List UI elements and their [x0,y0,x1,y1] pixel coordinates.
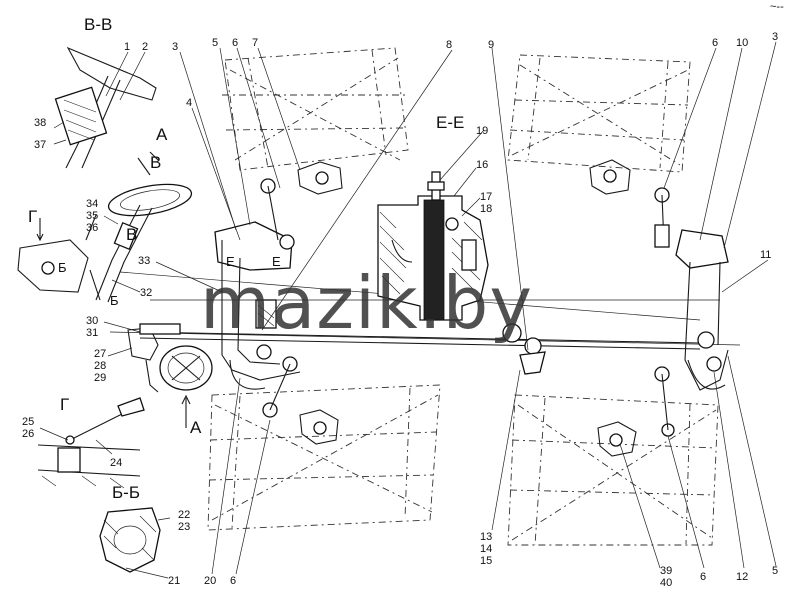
callout-7: 7 [252,37,258,49]
callout-8: 8 [446,39,452,51]
callout-21: 21 [168,575,180,587]
callout-3-left: 3 [172,41,178,53]
section-vv-title: В-В [84,15,112,34]
callout-39: 39 [660,565,672,577]
callout-23: 23 [178,521,190,533]
callout-4: 4 [186,97,192,109]
callout-29: 29 [94,372,106,384]
callout-6-top-right: 6 [712,37,718,49]
left-knuckle-assembly [214,178,301,418]
callout-27: 27 [94,348,106,360]
view-v-label: В [126,225,137,244]
callout-6-top-left: 6 [232,37,238,49]
callout-3-right: 3 [772,31,778,43]
right-knuckle-assembly [654,187,729,437]
callout-36: 36 [86,222,98,234]
tie-rod [139,323,701,375]
callout-25: 25 [22,416,34,428]
steering-wheel-lower [127,323,213,428]
wheel-outline-rear-left [207,384,441,531]
section-ee-title: Е-Е [436,113,464,132]
wheel-outline-front-right [507,54,691,173]
callout-2: 2 [142,41,148,53]
callout-19: 19 [476,125,488,137]
callout-5-bottom: 5 [772,565,778,577]
callout-6-bottom-left: 6 [230,575,236,587]
callout-17: 17 [480,191,492,203]
watermark-text: mazik.by [200,261,533,345]
callout-13: 13 [480,531,492,543]
leader-lines [39,41,777,579]
callout-9: 9 [488,39,494,51]
callout-20: 20 [204,575,216,587]
callout-22: 22 [178,509,190,521]
callout-10: 10 [736,37,748,49]
view-g-lever [37,397,145,489]
callout-15: 15 [480,555,492,567]
callout-1: 1 [124,41,130,53]
wheel-outline-rear-right [507,394,719,546]
callout-34: 34 [86,198,98,210]
callout-24: 24 [110,457,122,469]
section-bb-title: Б-Б [112,483,140,502]
callout-14: 14 [480,543,492,555]
callout-6-bottom-right: 6 [700,571,706,583]
section-bb-lower [99,507,161,573]
view-g-arrow-label: Г [28,207,37,226]
section-e-mark-right: Е [272,254,281,269]
section-b-mark-left2: Б [110,293,119,308]
steering-column-view [17,151,193,303]
callout-11: 11 [760,249,771,261]
section-ee-body [377,171,489,321]
corner-mark: ~-- [770,1,784,13]
view-a-top: А [156,125,168,144]
callout-33: 33 [138,255,150,267]
section-b-mark-left: Б [58,260,67,275]
callout-31: 31 [86,327,98,339]
callout-32: 32 [140,287,152,299]
callout-16: 16 [476,159,488,171]
callout-38: 38 [34,117,46,129]
section-e-mark-left: Е [226,254,235,269]
callout-30: 30 [86,315,98,327]
wheel-outline-front-left [222,47,409,171]
callout-37: 37 [34,139,46,151]
view-g-title: Г [60,395,69,414]
section-bb-view [54,46,157,169]
callout-28: 28 [94,360,106,372]
callout-12: 12 [736,571,748,583]
callout-40: 40 [660,577,672,589]
hub-details [297,159,637,457]
callout-35: 35 [86,210,98,222]
callout-26: 26 [22,428,34,440]
view-v-mark: В [150,153,161,172]
callout-5-top: 5 [212,37,218,49]
callout-18: 18 [480,203,492,215]
view-a-bottom: А [190,418,202,437]
